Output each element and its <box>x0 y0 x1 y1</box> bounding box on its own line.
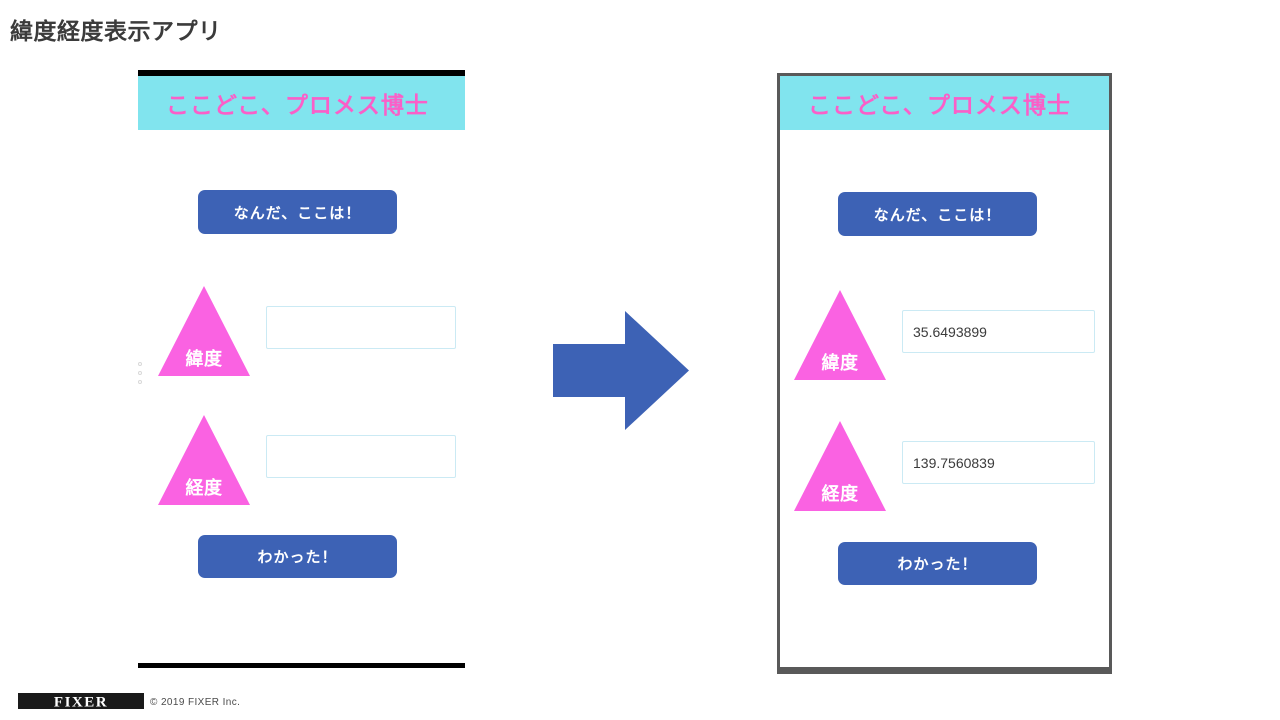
dot-icon <box>138 362 142 366</box>
latitude-triangle-label: 緯度 <box>158 286 250 376</box>
longitude-triangle-label: 経度 <box>158 415 250 505</box>
longitude-field-row: 経度 <box>794 421 1099 511</box>
app-header-title: ここどこ、プロメス博士 <box>808 92 1071 118</box>
longitude-field-row: 経度 <box>158 415 458 505</box>
mock-top-rule <box>138 70 465 76</box>
longitude-label: 経度 <box>821 484 859 504</box>
locate-button[interactable]: なんだ、ここは！ <box>198 190 397 234</box>
longitude-input[interactable] <box>266 435 456 478</box>
triangle-icon <box>158 415 250 505</box>
latitude-triangle-label: 緯度 <box>794 290 886 380</box>
latitude-input[interactable] <box>902 310 1095 353</box>
dot-icon <box>138 380 142 384</box>
longitude-label: 経度 <box>185 478 223 498</box>
longitude-input[interactable] <box>902 441 1095 484</box>
drag-handle-dots-icon[interactable] <box>138 362 144 384</box>
latitude-label: 緯度 <box>821 353 859 373</box>
latitude-label: 緯度 <box>185 349 223 369</box>
app-header-title: ここどこ、プロメス博士 <box>166 92 429 118</box>
triangle-icon <box>794 290 886 380</box>
copyright-text: © 2019 FIXER Inc. <box>150 697 241 708</box>
triangle-icon <box>158 286 250 376</box>
locate-button[interactable]: なんだ、ここは！ <box>838 192 1037 236</box>
app-header-before: ここどこ、プロメス博士 <box>138 76 465 130</box>
transition-arrow <box>553 311 689 430</box>
confirm-button[interactable]: わかった！ <box>198 535 397 578</box>
arrow-right-icon <box>553 311 689 430</box>
latitude-field-row: 緯度 <box>158 286 458 376</box>
mock-bottom-rule <box>138 663 465 668</box>
fixer-logo: FIXER <box>18 693 144 711</box>
app-mockup-after: ここどこ、プロメス博士 なんだ、ここは！ 緯度 経度 わかった！ <box>777 73 1112 674</box>
triangle-icon <box>794 421 886 511</box>
dot-icon <box>138 371 142 375</box>
app-mockup-before: ここどこ、プロメス博士 なんだ、ここは！ 緯度 経度 わかった！ <box>138 70 465 668</box>
fixer-logo-text: FIXER <box>54 695 108 711</box>
latitude-input[interactable] <box>266 306 456 349</box>
latitude-field-row: 緯度 <box>794 290 1099 380</box>
app-header-after: ここどこ、プロメス博士 <box>780 76 1109 130</box>
confirm-button[interactable]: わかった！ <box>838 542 1037 585</box>
page-title: 緯度経度表示アプリ <box>10 18 222 44</box>
longitude-triangle-label: 経度 <box>794 421 886 511</box>
